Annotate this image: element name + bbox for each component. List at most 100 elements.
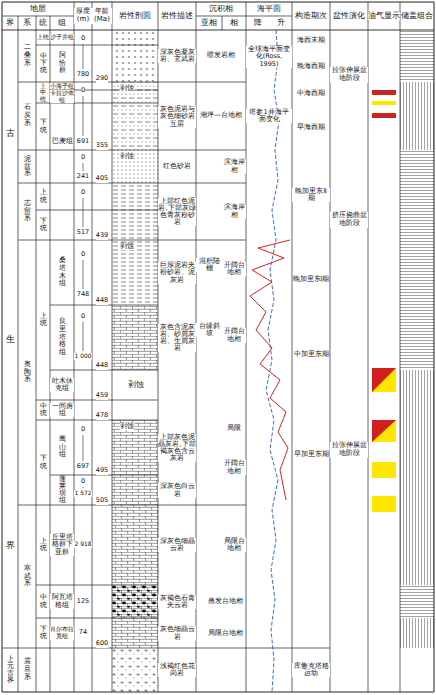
label-cell: 卡拉沙依组 xyxy=(50,90,74,103)
label-cell: 中统 xyxy=(36,400,50,420)
grid-line xyxy=(18,150,246,151)
grid-line xyxy=(74,2,75,692)
cell-text: 439 xyxy=(96,232,108,239)
label-cell: 海西末期 xyxy=(292,30,330,52)
grid-line xyxy=(50,305,158,306)
range-tick xyxy=(83,163,84,171)
cell-text: 691 xyxy=(77,138,89,145)
cell-text: 盆性演化 xyxy=(333,12,365,20)
label-cell: 拉张伸展盆地阶段 xyxy=(330,50,368,100)
label-cell: 局限台地相 xyxy=(222,520,246,570)
label-cell: 上元古界 xyxy=(2,648,18,692)
label-cell: 290 xyxy=(92,75,112,83)
label-cell: 沙子井组 xyxy=(50,30,74,45)
label-cell: 界 xyxy=(2,16,18,30)
cell-text: 下统 xyxy=(40,218,47,232)
label-cell: 748 xyxy=(74,290,92,299)
label-cell: 台缘斜坡 xyxy=(196,315,222,345)
cell-text: 448 xyxy=(96,297,108,304)
cell-text: 下统 xyxy=(40,626,47,640)
cell-text: 中海西期 xyxy=(297,90,325,97)
cell-text: 459 xyxy=(96,392,108,399)
label-cell: 鹰山组 xyxy=(50,420,74,475)
cell-text: 塔参1井海平面变化 xyxy=(246,109,292,123)
cell-text: 沉积相 xyxy=(209,5,233,13)
cell-text: 潮坪—台地相 xyxy=(200,112,242,120)
cell-text: 升 xyxy=(277,19,285,27)
cell-text: 界 xyxy=(6,19,14,27)
cell-text: 290 xyxy=(96,75,108,82)
label-cell: 剥蚀 xyxy=(116,242,138,251)
label-cell: 开阔台地相 xyxy=(222,308,246,363)
grid-line xyxy=(50,370,158,371)
label-cell: 岩性剖面 xyxy=(112,2,158,30)
label-cell: 吐木休克组 xyxy=(50,370,74,400)
label-cell: 0 xyxy=(74,34,92,43)
grid-line xyxy=(18,183,246,184)
range-tick xyxy=(83,44,84,69)
label-cell: 混积陆棚 xyxy=(196,250,222,280)
label-cell: 448 xyxy=(92,297,112,305)
label-cell: 下统 xyxy=(36,210,50,240)
label-cell: 下统 xyxy=(36,420,50,505)
cell-text: 灰色含泥灰岩、砂屑灰岩、生屑灰岩 xyxy=(158,324,196,353)
label-cell: 局限台地相 xyxy=(204,620,246,647)
label-cell: 灰色细晶云岩 xyxy=(158,620,196,647)
label-cell: 统 xyxy=(36,16,50,30)
grid-line xyxy=(196,16,292,17)
oil-show-bars xyxy=(372,90,396,512)
cell-text: 鹰山组 xyxy=(59,436,66,459)
cell-text: 丘里塔格群下亚群 xyxy=(50,534,74,555)
cell-text: 滨海岸相 xyxy=(222,159,246,173)
label-cell: 开阔台地相 xyxy=(222,440,246,495)
cell-text: 局限台地相 xyxy=(222,538,246,552)
cell-text: 志留系 xyxy=(24,200,31,223)
label-cell: 下统 xyxy=(36,618,50,648)
cell-text: 478 xyxy=(96,412,108,419)
cell-text: 肖尔布拉克组 xyxy=(50,626,74,639)
cell-text: 蓬莱坝组 xyxy=(59,476,66,505)
label-cell: 储盖组合 xyxy=(400,2,434,30)
label-cell: 年龄 (Ma) xyxy=(92,2,112,30)
grid-line xyxy=(18,16,19,692)
cell-text: 海平面 xyxy=(257,5,281,13)
range-tick xyxy=(83,198,84,227)
grid-line xyxy=(292,2,293,692)
cell-text: 125 xyxy=(77,598,89,605)
label-cell: 405 xyxy=(92,175,112,183)
grid-line xyxy=(112,2,113,692)
cell-text: 地层 xyxy=(30,5,46,13)
cell-text: 上统 xyxy=(40,189,47,203)
label-cell: 古生界 xyxy=(2,30,18,648)
label-cell: 495 xyxy=(92,467,112,475)
cell-text: 构造期次 xyxy=(295,12,327,20)
cell-text: 2 918 xyxy=(74,541,91,548)
cell-text: 0 xyxy=(81,87,85,94)
grid-line xyxy=(400,2,401,692)
cell-text: 系 xyxy=(23,19,31,27)
label-cell: 早海西期 xyxy=(292,108,330,148)
cell-text: 阿恰群 xyxy=(59,52,66,75)
cell-text: 74 xyxy=(79,629,87,636)
cell-text: 卡拉沙依组 xyxy=(50,90,74,102)
label-cell: 0 xyxy=(74,86,92,95)
cell-text: 剥蚀 xyxy=(120,423,134,430)
label-cell: 一间房组 xyxy=(50,400,74,420)
cell-text: 拉张伸展盆地阶段 xyxy=(330,442,368,457)
label-cell: 晚加里东Ⅱ期 xyxy=(292,150,330,240)
cell-text: 奥陶系 xyxy=(24,361,31,384)
lithology-column xyxy=(112,30,158,692)
grid-line xyxy=(2,16,74,17)
cell-text: 355 xyxy=(96,142,108,149)
label-cell: 盆性演化 xyxy=(330,2,368,30)
cell-text: 晚加里东Ⅱ期 xyxy=(292,188,330,202)
cell-text: 早加里东期 xyxy=(294,451,329,458)
label-cell: 局限 xyxy=(222,422,246,436)
label-cell: 灰色泥岩与灰色细砂岩互层 xyxy=(158,86,196,148)
label-cell: 阿恰群 xyxy=(50,45,74,82)
cell-text: 亚相 xyxy=(201,19,217,27)
cell-text: 241 xyxy=(77,173,89,180)
cell-text: 桑塔木组 xyxy=(59,257,66,288)
cell-text: 岩性剖面 xyxy=(119,12,151,20)
label-cell: 上统 xyxy=(36,183,50,210)
